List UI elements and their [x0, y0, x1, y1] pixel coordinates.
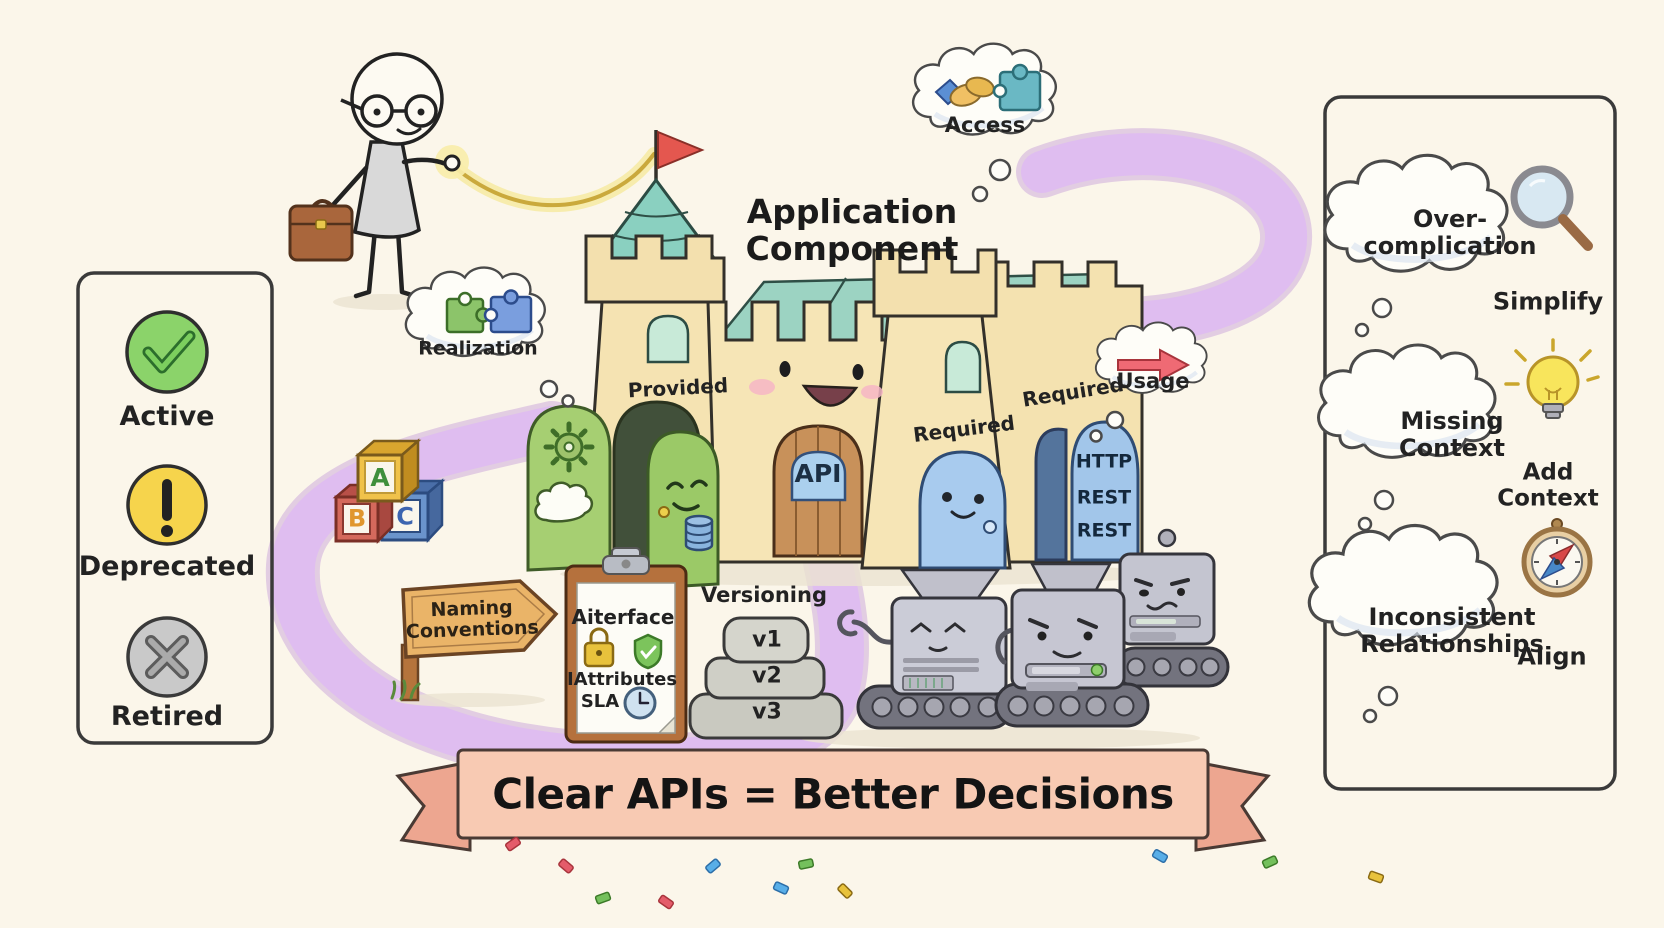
architect-figure [288, 52, 461, 299]
exclamation-circle-icon [126, 464, 208, 546]
block-letter: B [347, 504, 367, 533]
block-letter: A [370, 463, 390, 492]
api-door [772, 424, 864, 558]
application-component-castle [526, 130, 1144, 590]
block-letter: C [396, 502, 414, 531]
thought-cloud-usage [1089, 322, 1207, 443]
protocol-label: HTTP [1075, 450, 1133, 473]
clipboard-attributes-label: IAttributes [566, 668, 678, 690]
versioning-label: Versioning [701, 583, 827, 608]
provided-label: Provided [627, 373, 729, 403]
flag-icon [657, 130, 705, 170]
solution-simplify: Simplify [1492, 287, 1604, 316]
version-level: v1 [752, 627, 782, 653]
banner-text: Clear APIs = Better Decisions [492, 769, 1174, 819]
solution-add-context: Add Context [1497, 459, 1599, 511]
briefcase-icon [288, 199, 354, 262]
page-title: Application Component [745, 192, 959, 268]
status-label-retired: Retired [110, 700, 224, 732]
check-circle-icon [125, 310, 209, 394]
red-arrow-icon [1117, 348, 1191, 382]
glasses-icon [340, 94, 438, 128]
status-legend-panel [76, 271, 274, 745]
puzzle-icon [992, 63, 1042, 112]
problem-missing-context: Missing Context [1399, 407, 1505, 462]
thought-cloud-realization [406, 268, 575, 408]
lightbulb-icon [1504, 338, 1600, 419]
problem-inconsistent-relationships: Inconsistent Relationships [1360, 603, 1544, 658]
tower-window [646, 314, 690, 364]
status-label-active: Active [119, 400, 215, 432]
magnifying-glass-icon [1510, 165, 1593, 251]
gear-icon [543, 421, 595, 473]
puzzle-pieces-icon [445, 289, 533, 334]
clipboard-title: Aiterface [571, 604, 675, 629]
clock-icon [623, 686, 657, 720]
protocol-label: REST [1076, 486, 1132, 509]
cloud-icon [534, 481, 594, 523]
advice-panel [1309, 95, 1617, 791]
robot [994, 562, 1150, 728]
banner-ribbon [395, 748, 1271, 852]
compass-icon [1521, 518, 1593, 598]
clipboard-sla-label: SLA [580, 690, 620, 712]
access-label: Access [944, 113, 1026, 138]
naming-conventions-label: Naming Conventions [405, 596, 540, 644]
robots [837, 528, 1230, 730]
castle-face [749, 361, 883, 407]
tower-window [944, 340, 982, 394]
x-circle-icon [126, 616, 208, 698]
toy-blocks [332, 438, 446, 545]
database-icon [684, 514, 714, 552]
robot [837, 568, 1014, 730]
confetti [505, 836, 1385, 910]
interface-clipboard [564, 547, 688, 744]
magic-string [435, 145, 661, 213]
shield-check-icon [633, 633, 663, 670]
protocol-label: REST [1076, 519, 1132, 542]
provided-interface-doors [526, 400, 720, 590]
status-label-deprecated: Deprecated [78, 550, 256, 582]
version-stones [688, 616, 844, 740]
protocol-door [1034, 420, 1140, 562]
problem-overcomplication: Over-complication [1363, 205, 1537, 260]
usage-label: Usage [1116, 369, 1190, 394]
api-door-label: API [794, 459, 842, 488]
thought-cloud-access [913, 44, 1056, 203]
solution-align: Align [1517, 642, 1587, 671]
version-level: v3 [752, 699, 782, 725]
robot [1114, 528, 1230, 688]
required-smiley-door [918, 450, 1007, 570]
version-level: v2 [752, 663, 782, 689]
lock-icon [583, 627, 615, 668]
realization-label: Realization [418, 337, 538, 360]
naming-conventions-signpost [390, 579, 559, 702]
